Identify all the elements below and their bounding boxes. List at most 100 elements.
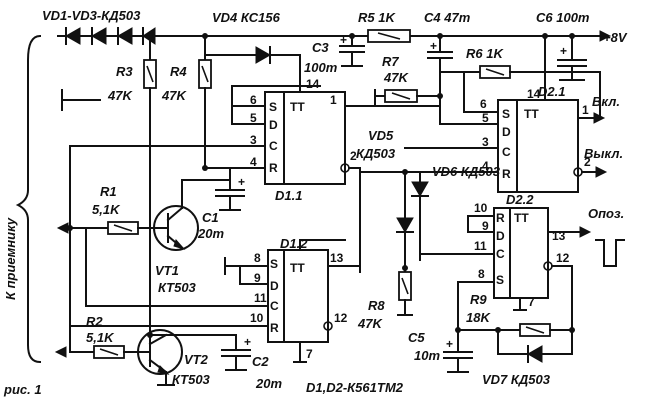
c2-value: 20m: [255, 376, 282, 391]
svg-text:+: +: [560, 44, 567, 58]
flipflop-d2-1: [497, 99, 579, 193]
svg-text:10: 10: [474, 201, 488, 215]
svg-text:+: +: [430, 39, 437, 53]
svg-text:S: S: [269, 100, 277, 114]
svg-text:2: 2: [584, 155, 591, 169]
svg-text:11: 11: [254, 291, 267, 305]
c3-name: C3: [312, 40, 329, 55]
svg-text:10: 10: [250, 311, 264, 325]
svg-text:1: 1: [330, 93, 337, 107]
vd7-label: VD7 КД503: [482, 372, 551, 387]
c2-name: C2: [252, 354, 269, 369]
capacitor-c3: [339, 35, 365, 67]
out-off-label: Выкл.: [584, 146, 623, 161]
r7-value: 47K: [383, 70, 409, 85]
svg-text:D: D: [270, 279, 279, 293]
svg-text:2: 2: [350, 149, 357, 163]
vt2-name: VT2: [184, 352, 209, 367]
diodes-top-label: VD1-VD3-КД503: [42, 8, 141, 23]
svg-text:C: C: [496, 247, 505, 261]
r4-name: R4: [170, 64, 187, 79]
svg-text:8: 8: [254, 251, 261, 265]
resistor-r1: [69, 221, 169, 235]
r9-name: R9: [470, 292, 487, 307]
r1-name: R1: [100, 184, 117, 199]
d2-2-label: D2.2: [506, 192, 534, 207]
svg-text:D: D: [269, 118, 278, 132]
zener-vd4: [204, 46, 301, 64]
svg-text:6: 6: [480, 97, 487, 111]
d2-1-label: D2.1: [538, 84, 565, 99]
svg-text:R: R: [269, 161, 278, 175]
svg-text:R: R: [496, 211, 505, 225]
c5-value: 10m: [414, 348, 440, 363]
svg-text:+: +: [446, 337, 453, 351]
diode-vd5: [396, 171, 414, 269]
r6-label: R6 1K: [466, 46, 504, 61]
svg-text:12: 12: [556, 251, 570, 265]
flipflop-d1-2: [267, 249, 329, 343]
diode-vd6: [411, 171, 429, 261]
vd5-value: КД503: [356, 146, 396, 161]
r8-name: R8: [368, 298, 385, 313]
svg-text:3: 3: [250, 133, 257, 147]
resistor-r2: [69, 345, 151, 359]
c3-value: 100m: [304, 60, 338, 75]
capacitor-c6: [557, 35, 587, 81]
vd5-name: VD5: [368, 128, 394, 143]
r4-value: 47K: [161, 88, 187, 103]
ic-types-label: D1,D2-К561ТМ2: [306, 380, 404, 395]
svg-text:TT: TT: [290, 261, 305, 275]
resistor-r7: [374, 89, 441, 105]
svg-text:D: D: [496, 229, 505, 243]
svg-text:5: 5: [482, 111, 489, 125]
svg-text:S: S: [496, 273, 504, 287]
vt1-value: КТ503: [158, 280, 197, 295]
svg-text:4: 4: [250, 155, 257, 169]
pulse-waveform-icon: [595, 239, 625, 267]
left-arrow-icon: [61, 89, 101, 111]
capacitor-c4: [427, 35, 463, 73]
figure-caption: рис. 1: [3, 382, 42, 397]
svg-text:R: R: [502, 167, 511, 181]
svg-text:TT: TT: [290, 100, 305, 114]
svg-text:7: 7: [528, 295, 535, 309]
svg-text:D: D: [502, 125, 511, 139]
svg-text:1: 1: [582, 103, 589, 117]
svg-text:TT: TT: [514, 211, 529, 225]
supply-arrow-icon: [599, 30, 612, 42]
svg-text:14: 14: [306, 77, 320, 91]
resistor-r4: [198, 35, 212, 169]
c4-label: C4 47m: [424, 10, 471, 25]
r9-value: 18K: [466, 310, 491, 325]
svg-text:9: 9: [482, 219, 489, 233]
r7-name: R7: [382, 54, 399, 69]
flipflop-d2-2: [493, 207, 549, 299]
svg-text:TT: TT: [524, 107, 539, 121]
c5-name: C5: [408, 330, 425, 345]
r3-name: R3: [116, 64, 133, 79]
svg-text:12: 12: [334, 311, 348, 325]
svg-text:7: 7: [306, 347, 313, 361]
svg-text:9: 9: [254, 271, 261, 285]
resistor-r6: [463, 65, 601, 119]
svg-text:14: 14: [527, 87, 541, 101]
out-on-label: Вкл.: [592, 94, 620, 109]
supply-label: +8V: [603, 30, 628, 45]
flipflop-d1-1: [264, 91, 346, 185]
r8-value: 47K: [357, 316, 383, 331]
svg-text:R: R: [270, 321, 279, 335]
r3-value: 47K: [107, 88, 133, 103]
svg-text:4: 4: [482, 159, 489, 173]
c1-value: 20m: [197, 226, 224, 241]
c1-name: C1: [202, 210, 219, 225]
svg-text:+: +: [340, 33, 347, 47]
capacitor-c2: [221, 334, 251, 371]
c6-label: C6 100m: [536, 10, 590, 25]
svg-text:+: +: [244, 335, 251, 349]
diode-vd7: [497, 329, 573, 363]
resistor-r9: [457, 323, 573, 337]
left-bus-bracket: [15, 34, 42, 364]
capacitor-c1: [215, 167, 245, 211]
